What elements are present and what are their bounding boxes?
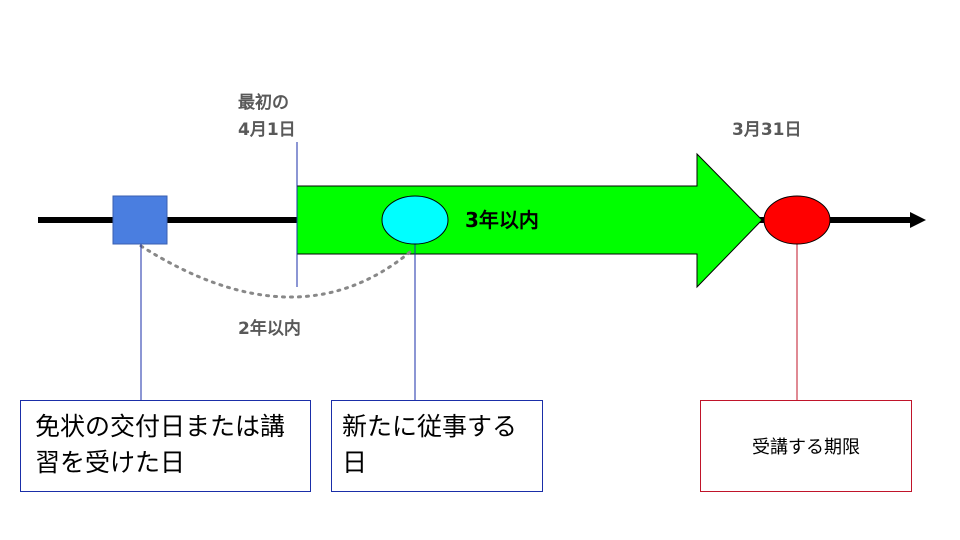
deadline-box: 受講する期限 [700, 400, 912, 492]
license-issue-box: 免状の交付日または講習を受けた日 [20, 400, 311, 492]
two-year-label: 2年以内 [238, 319, 301, 339]
march31-label: 3月31日 [732, 120, 802, 140]
license-date-marker [112, 195, 168, 245]
three-year-arrow [296, 152, 763, 289]
first-april-label: 最初の 4月1日 [238, 93, 296, 140]
new-engagement-text: 新たに従事する日 [342, 412, 518, 477]
license-issue-text: 免状の交付日または講習を受けた日 [35, 412, 286, 477]
engagement-date-marker [381, 195, 449, 245]
deadline-marker [763, 195, 831, 245]
new-engagement-box: 新たに従事する日 [331, 400, 543, 492]
three-year-label: 3年以内 [465, 208, 539, 232]
timeline-arrowhead [910, 212, 926, 228]
deadline-text: 受講する期限 [752, 437, 860, 458]
